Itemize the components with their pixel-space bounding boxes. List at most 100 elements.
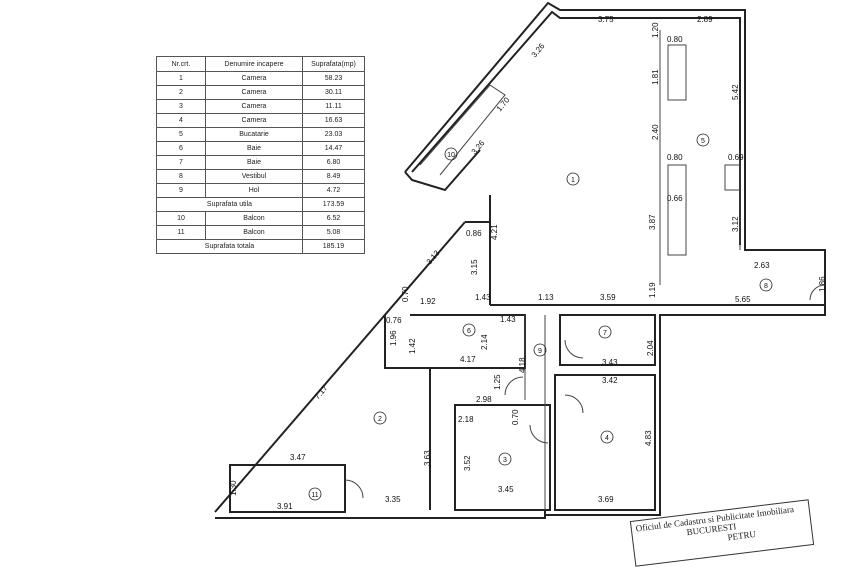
dimension-label: 4.83 — [644, 430, 653, 446]
col-area: Suprafata(mp) — [302, 56, 365, 72]
dimension-label: 3.87 — [648, 214, 657, 230]
room-name: Bucatarie — [205, 127, 303, 142]
dimension-label: 2.04 — [646, 340, 655, 356]
room-area: 14.47 — [302, 141, 365, 156]
dimension-label: 4.21 — [490, 224, 499, 240]
dimension-label: 3.75 — [598, 15, 614, 24]
room-5-label: 5 — [701, 138, 705, 145]
walls — [214, 1, 826, 519]
dimension-label: 1.70 — [495, 95, 512, 113]
dimension-label: 1.30 — [229, 480, 238, 496]
dimension-label: 1.43 — [500, 315, 516, 324]
dimension-label: 0.70 — [401, 286, 410, 302]
useful-area-label: Suprafata utila — [156, 197, 303, 212]
room-area: 23.03 — [302, 127, 365, 142]
dimension-label: 0.80 — [667, 35, 683, 44]
dimension-label: 1.96 — [389, 330, 398, 346]
room-11-label: 11 — [311, 492, 318, 499]
room-area: 16.63 — [302, 113, 365, 128]
room-name: Camera — [205, 99, 303, 114]
dimension-label: 3.59 — [600, 293, 616, 302]
dimensions: 3.75 2.89 1.20 0.80 1.81 5.42 3.26 1.70 … — [229, 15, 827, 511]
row-number: 5 — [156, 127, 206, 142]
dimension-label: 4.18 — [518, 357, 527, 373]
area-table: Nr.crt. Denumire incapere Suprafata(mp) … — [156, 56, 365, 254]
useful-area-row: Suprafata utila 173.59 — [156, 197, 365, 212]
room-4-label: 4 — [605, 435, 609, 442]
room-area: 8.49 — [302, 169, 365, 184]
floor-plan: 1 2 3 4 5 6 7 8 9 10 11 3.75 2.89 1.20 0… — [214, 1, 827, 519]
useful-area-value: 173.59 — [302, 197, 365, 212]
room-name: Camera — [205, 71, 303, 86]
dimension-label: 2.18 — [458, 415, 474, 424]
room-name: Balcon — [205, 225, 303, 240]
dimension-label: 0.69 — [728, 153, 744, 162]
dimension-label: 0.76 — [386, 316, 402, 325]
dimension-label: 4.17 — [460, 355, 476, 364]
dimension-label: 1.92 — [420, 297, 436, 306]
dimension-label: 5.42 — [731, 84, 740, 100]
dimension-label: 1.43 — [475, 293, 491, 302]
dimension-label: 3.26 — [530, 41, 547, 59]
room-3-label: 3 — [503, 457, 507, 464]
col-room-name: Denumire incapere — [205, 56, 303, 72]
room-7-label: 7 — [603, 330, 607, 337]
dimension-label: 7.17 — [313, 383, 330, 401]
dimension-label: 2.63 — [754, 261, 770, 270]
room-name: Camera — [205, 85, 303, 100]
row-number: 8 — [156, 169, 206, 184]
dimension-label: 3.91 — [277, 502, 293, 511]
dimension-label: 0.86 — [466, 229, 482, 238]
total-area-label: Suprafata totala — [156, 239, 303, 254]
dimension-label: 3.69 — [598, 495, 614, 504]
dimension-label: 1.19 — [648, 282, 657, 298]
dimension-label: 1.13 — [538, 293, 554, 302]
dimension-label: 3.52 — [463, 455, 472, 471]
room-9-label: 9 — [538, 348, 542, 355]
total-area-row: Suprafata totala 185.19 — [156, 239, 365, 254]
dimension-label: 1.81 — [651, 69, 660, 85]
dimension-label: 1.42 — [408, 338, 417, 354]
dimension-label: 3.47 — [290, 453, 306, 462]
room-area: 30.11 — [302, 85, 365, 100]
row-number: 4 — [156, 113, 206, 128]
col-nr: Nr.crt. — [156, 56, 206, 72]
room-1-label: 1 — [571, 177, 575, 184]
dimension-label: 3.35 — [385, 495, 401, 504]
dimension-label: 2.98 — [476, 395, 492, 404]
room-6-label: 6 — [467, 328, 471, 335]
row-number: 9 — [156, 183, 206, 198]
room-area: 11.11 — [302, 99, 365, 114]
room-area: 58.23 — [302, 71, 365, 86]
room-name: Baie — [205, 141, 303, 156]
dimension-label: 0.70 — [511, 409, 520, 425]
row-number: 6 — [156, 141, 206, 156]
dimension-label: 3.43 — [602, 358, 618, 367]
dimension-label: 5.65 — [735, 295, 751, 304]
row-number: 7 — [156, 155, 206, 170]
room-numbers: 1 2 3 4 5 6 7 8 9 10 11 — [308, 133, 773, 501]
row-number: 11 — [156, 225, 206, 240]
row-number: 3 — [156, 99, 206, 114]
room-name: Camera — [205, 113, 303, 128]
room-10-label: 10 — [447, 152, 455, 159]
room-name: Balcon — [205, 211, 303, 226]
room-area: 6.52 — [302, 211, 365, 226]
room-2-label: 2 — [378, 416, 382, 423]
dimension-label: 3.12 — [731, 216, 740, 232]
dimension-label: 0.80 — [667, 153, 683, 162]
room-area: 4.72 — [302, 183, 365, 198]
dimension-label: 2.40 — [651, 124, 660, 140]
dimension-label: 3.63 — [423, 450, 432, 466]
dimension-label: 3.45 — [498, 485, 514, 494]
total-area-value: 185.19 — [302, 239, 365, 254]
room-area: 6.80 — [302, 155, 365, 170]
